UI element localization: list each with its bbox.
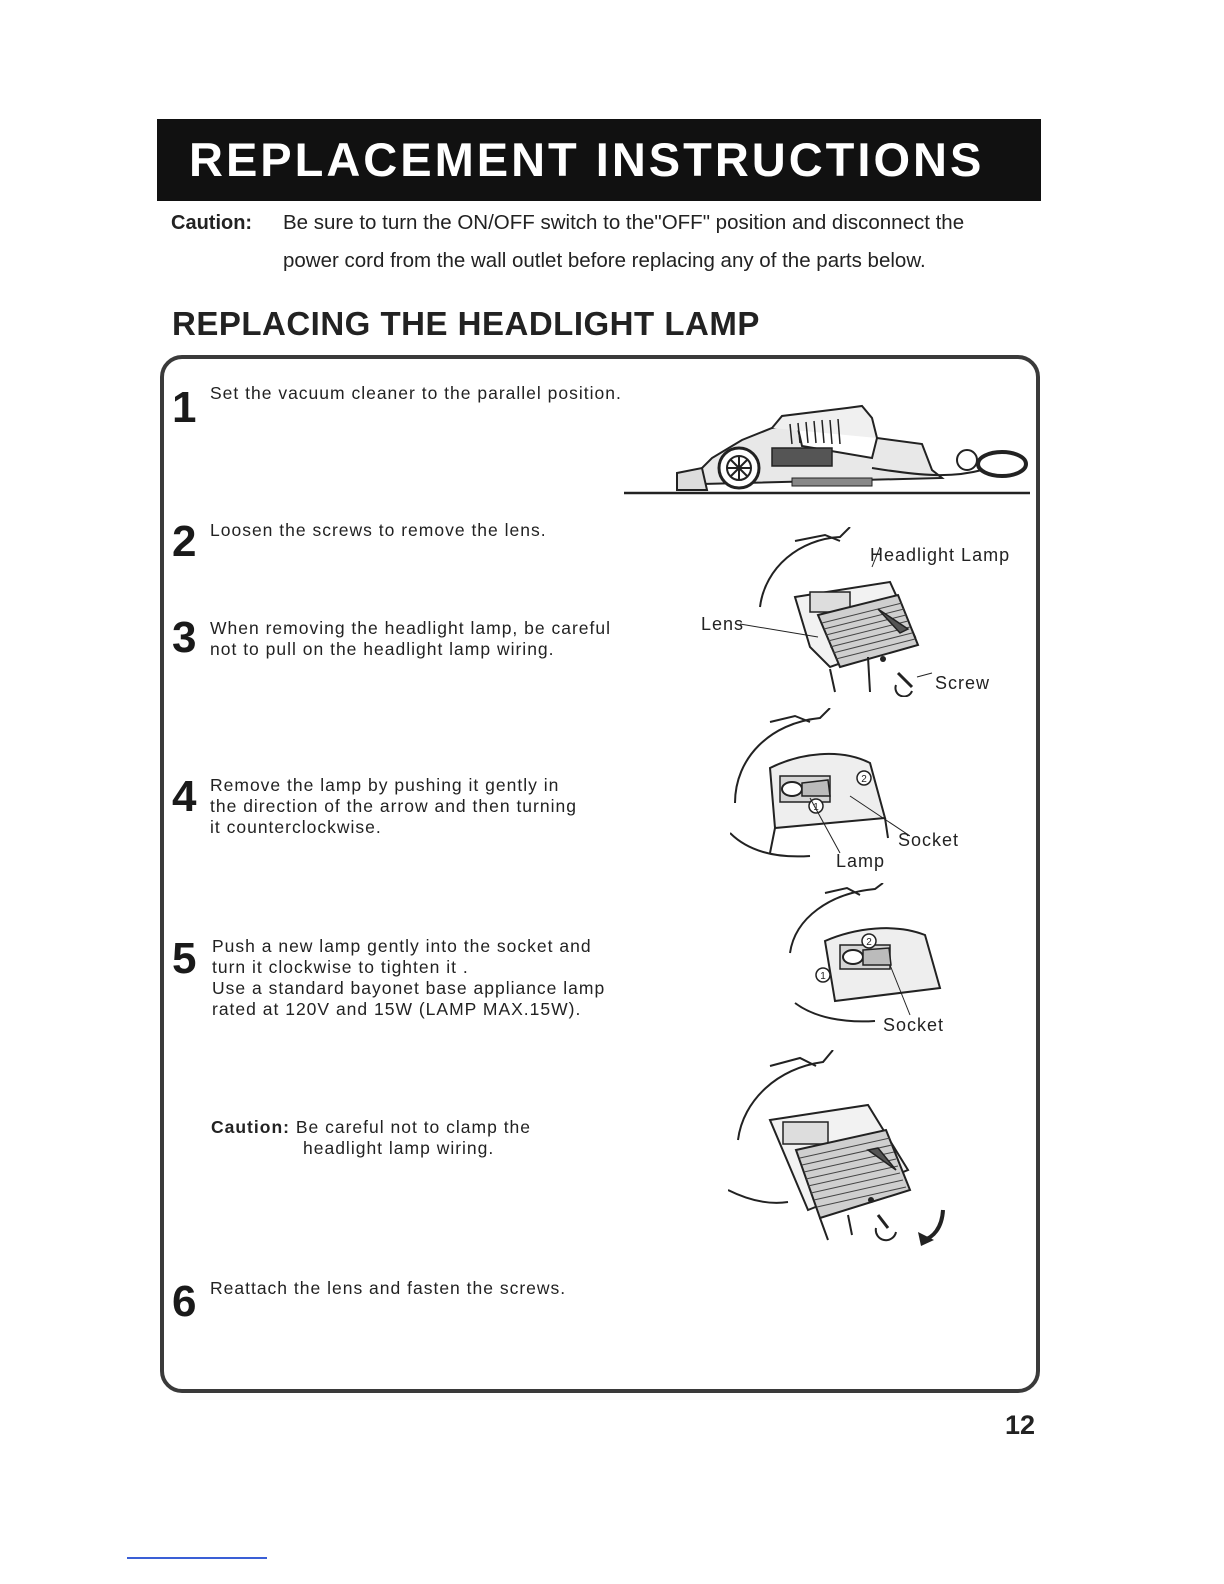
caution-label: Caution:	[171, 212, 253, 234]
step-number-1: 1	[172, 383, 197, 432]
inner-caution-line2: headlight lamp wiring.	[303, 1138, 495, 1158]
step-6-line: Reattach the lens and fasten the screws.	[210, 1278, 567, 1298]
lamp-removal-illustration: 2 1	[730, 708, 910, 858]
marker-1: 1	[813, 802, 819, 813]
callout-socket-b: Socket	[883, 1015, 945, 1035]
caution-text-line1: Be sure to turn the ON/OFF switch to the…	[283, 211, 965, 234]
step-4-line: it counterclockwise.	[210, 817, 382, 837]
inner-caution-line1: Be careful not to clamp the	[295, 1117, 532, 1137]
caution-text-line2: power cord from the wall outlet before r…	[283, 249, 926, 272]
step-5-line: Use a standard bayonet base appliance la…	[212, 978, 606, 998]
step-5-line: rated at 120V and 15W (LAMP MAX.15W).	[212, 999, 582, 1019]
step-text-4: Remove the lamp by pushing it gently in …	[210, 775, 577, 838]
vacuum-parallel-illustration	[624, 404, 1030, 495]
callout-lens: Lens	[701, 614, 745, 634]
footer-link-underline	[127, 1557, 267, 1559]
lamp-insertion-illustration: 2 1	[789, 883, 942, 1023]
step-number-2: 2	[172, 517, 197, 566]
step-5-line: turn it clockwise to tighten it .	[212, 957, 469, 977]
callout-screw: Screw	[935, 673, 991, 693]
lens-reattach-illustration	[728, 1050, 945, 1246]
instructions-panel	[160, 355, 1040, 1393]
callout-lamp: Lamp	[836, 851, 886, 871]
step-3-line: not to pull on the headlight lamp wiring…	[210, 639, 555, 659]
step-number-3: 3	[172, 613, 197, 662]
lens-removal-illustration	[740, 527, 933, 697]
step-3-line: When removing the headlight lamp, be car…	[210, 618, 612, 638]
step-text-6: Reattach the lens and fasten the screws.	[210, 1278, 566, 1299]
inner-caution-label: Caution:	[211, 1117, 290, 1137]
inner-caution: Caution: Be careful not to clamp the hea…	[211, 1117, 531, 1159]
section-title: REPLACING THE HEADLIGHT LAMP	[172, 305, 760, 342]
page-banner-title: REPLACEMENT INSTRUCTIONS	[157, 119, 1041, 201]
step-text-5: Push a new lamp gently into the socket a…	[212, 936, 605, 1020]
step-text-3: When removing the headlight lamp, be car…	[210, 618, 611, 660]
page-number: 12	[1005, 1410, 1036, 1440]
step-4-line: Remove the lamp by pushing it gently in	[210, 775, 560, 795]
step-number-6: 6	[172, 1277, 197, 1326]
step-text-2: Loosen the screws to remove the lens.	[210, 520, 547, 541]
step-1-line: Set the vacuum cleaner to the parallel p…	[210, 383, 622, 403]
step-number-5: 5	[172, 934, 197, 983]
marker-2: 2	[861, 774, 867, 785]
step-5-line: Push a new lamp gently into the socket a…	[212, 936, 592, 956]
marker-2: 2	[866, 937, 872, 948]
step-number-4: 4	[172, 772, 197, 821]
step-2-line: Loosen the screws to remove the lens.	[210, 520, 547, 540]
callout-socket-a: Socket	[898, 830, 960, 850]
marker-1: 1	[820, 971, 826, 982]
callout-headlight-lamp: Headlight Lamp	[870, 545, 1011, 565]
step-text-1: Set the vacuum cleaner to the parallel p…	[210, 383, 622, 404]
step-4-line: the direction of the arrow and then turn…	[210, 796, 577, 816]
